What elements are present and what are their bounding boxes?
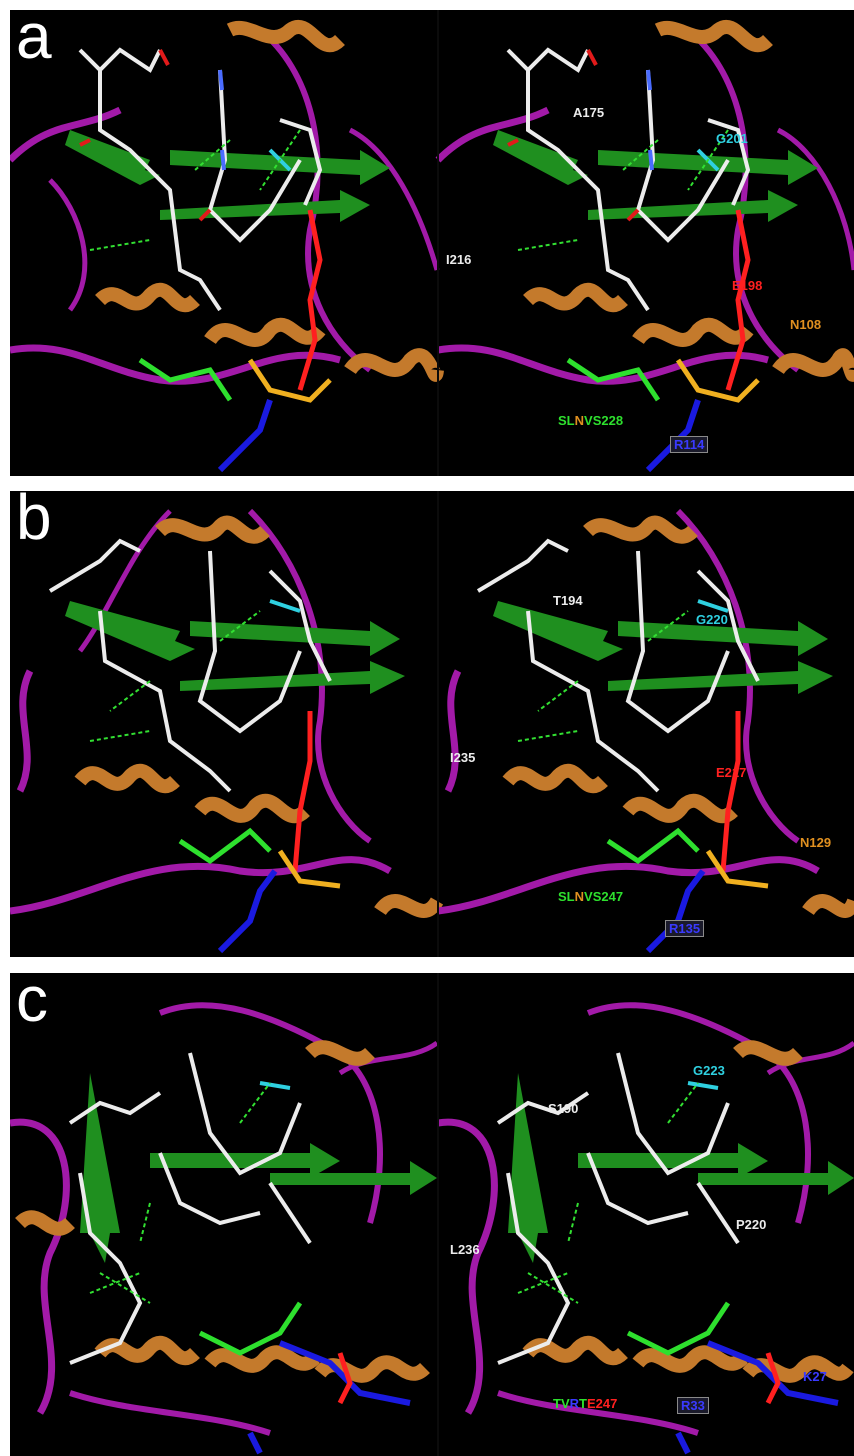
stereo-divider bbox=[437, 973, 439, 1456]
residue-label-right: N129 bbox=[800, 835, 832, 850]
motif-stick bbox=[138, 357, 233, 402]
coil bbox=[48, 178, 88, 312]
acidic-stick bbox=[297, 209, 323, 391]
motif-residue: V bbox=[584, 889, 593, 904]
motif-residue: N bbox=[574, 889, 585, 904]
residue-label-basic-boxed: R114 bbox=[670, 436, 709, 453]
ligand-stick bbox=[279, 118, 323, 206]
panel-b: b T194 G220 I235 E217 N129 SLNVS247 R135 bbox=[10, 491, 854, 957]
motif-residue: T bbox=[579, 1396, 587, 1411]
stereo-divider bbox=[437, 491, 439, 957]
stereo-divider bbox=[437, 10, 439, 476]
motif-residue: R bbox=[569, 1396, 580, 1411]
residue-label-basic-boxed: R135 bbox=[665, 920, 705, 937]
residue-label-acidic: E198 bbox=[732, 278, 763, 293]
motif-residue: L bbox=[566, 413, 575, 428]
motif-residue: N bbox=[574, 413, 585, 428]
beta-strand bbox=[65, 130, 160, 185]
residue-label-right: N108 bbox=[790, 317, 822, 332]
ligand-stick bbox=[78, 47, 162, 73]
motif-residue: S bbox=[558, 889, 567, 904]
coil bbox=[258, 27, 372, 373]
panel-c: c S190 G223 L236 P220 TVRTE247 R33 K27 bbox=[10, 973, 854, 1456]
basic-stick bbox=[217, 399, 273, 473]
coil bbox=[348, 127, 440, 271]
residue-label-top-left: T194 bbox=[553, 593, 583, 608]
motif-residue: S bbox=[558, 413, 567, 428]
panel-letter: a bbox=[16, 10, 52, 72]
residue-label-top-left: S190 bbox=[548, 1101, 579, 1116]
residue-label-basic2: K27 bbox=[803, 1369, 827, 1384]
motif-residue: L bbox=[566, 889, 575, 904]
alpha-helix bbox=[204, 317, 326, 347]
residue-label-glycine: G223 bbox=[693, 1063, 725, 1078]
hbond bbox=[89, 129, 301, 251]
motif-residue: V bbox=[560, 1396, 570, 1411]
alpha-helix bbox=[95, 282, 200, 313]
motif-sequence: SLNVS228 bbox=[558, 414, 623, 427]
residue-label-glycine: G220 bbox=[696, 612, 728, 627]
panel-b-structure bbox=[10, 508, 854, 954]
residue-label-left: I216 bbox=[446, 252, 472, 267]
oxygen bbox=[79, 49, 212, 222]
residue-label-basic-boxed: R33 bbox=[677, 1397, 709, 1414]
motif-sequence: TVRTE247 bbox=[553, 1397, 617, 1410]
asn-stick bbox=[247, 358, 332, 403]
stereo-left-view bbox=[10, 20, 444, 473]
alpha-helix bbox=[226, 20, 345, 53]
nitrogen bbox=[218, 69, 226, 171]
residue-label-left: I235 bbox=[450, 750, 476, 765]
panel-letter: c bbox=[16, 973, 48, 1035]
panel-a: a A175 G201 I216 E198 N108 SLNVS228 R114 bbox=[10, 10, 854, 476]
residue-label-top-left: A175 bbox=[573, 105, 605, 120]
coil bbox=[10, 106, 122, 163]
residue-label-acidic: E217 bbox=[716, 765, 747, 780]
panel-c-structure bbox=[10, 1002, 854, 1455]
residue-label-proline: P220 bbox=[736, 1217, 767, 1232]
panel-a-structure-right bbox=[435, 20, 854, 473]
motif-residue: T bbox=[553, 1396, 561, 1411]
panel-a-structure bbox=[10, 20, 444, 473]
motif-sequence: SLNVS247 bbox=[558, 890, 623, 903]
residue-label-left: L236 bbox=[450, 1242, 480, 1257]
ligand-stick bbox=[98, 70, 222, 312]
residue-label-glycine: G201 bbox=[716, 131, 748, 146]
panel-letter: b bbox=[16, 491, 52, 553]
alpha-helix bbox=[344, 348, 444, 382]
motif-residue: S228 bbox=[592, 413, 624, 428]
coil bbox=[10, 344, 341, 385]
motif-residue: S247 bbox=[592, 889, 624, 904]
motif-residue: E247 bbox=[586, 1396, 618, 1411]
motif-residue: V bbox=[584, 413, 593, 428]
